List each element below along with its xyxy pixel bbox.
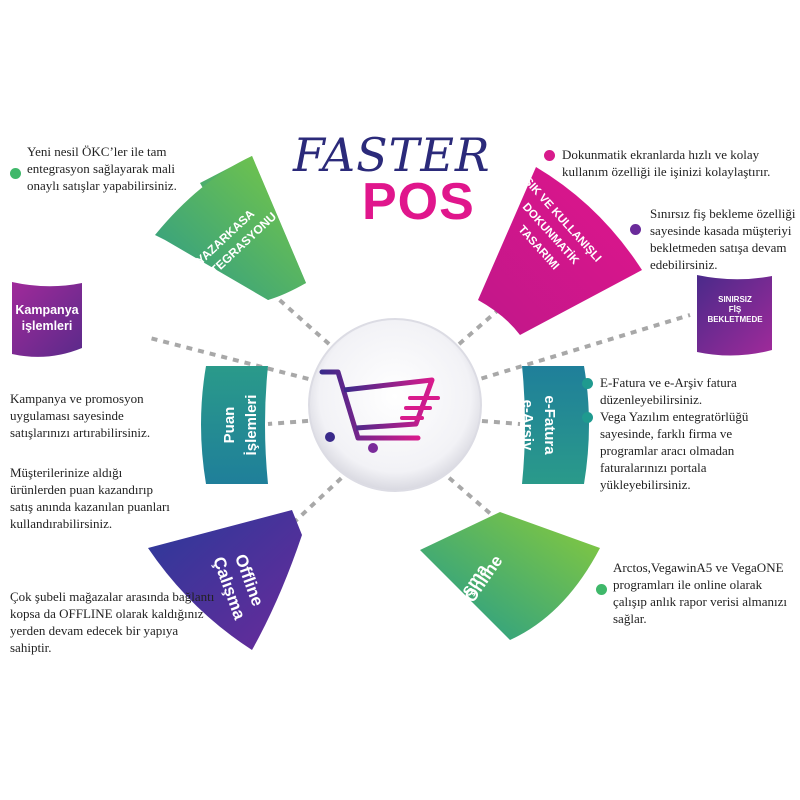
segment-sik: ŞIK VE KULLANIŞLI DOKUNMATİK TASARIMI — [478, 167, 642, 335]
desc-kampanya: Kampanya ve promosyon uygulaması sayesin… — [10, 391, 151, 440]
segment-puan-line1: Puan — [221, 407, 238, 444]
desc-puan: Müşterilerinize aldığı ürünlerden puan k… — [10, 465, 170, 531]
segment-offline: Offline Çalışma — [148, 510, 302, 650]
segment-puan-line2: İşlemleri — [243, 395, 260, 456]
segment-online: Online Çalışma — [420, 512, 600, 640]
desc-okc: Yeni nesil ÖKC’ler ile tam entegrasyon s… — [27, 144, 177, 193]
shopping-cart-icon — [319, 369, 440, 453]
segment-kampanya-line1: Kampanya — [15, 303, 79, 317]
desc-online: Arctos,VegawinA5 ve VegaONE programları … — [613, 560, 787, 626]
segment-sinirsiz-line2: FİŞ — [729, 305, 742, 314]
segment-sinirsiz: SINIRSIZ FİŞ BEKLETMEDE — [697, 275, 772, 356]
desc-efatura-2: Vega Yazılım entegratörlüğü sayesinde, f… — [600, 409, 749, 492]
brand-pos: POS — [362, 173, 475, 231]
desc-offline: Çok şubeli mağazalar arasında bağlantı k… — [10, 589, 215, 655]
center-hub — [308, 318, 482, 492]
segment-yazarkasa: YAZARKASA ENTEGRASYONU — [155, 156, 306, 300]
connector-lines — [149, 294, 691, 528]
bullet-purple-icon — [630, 224, 641, 235]
bullet-teal-icon — [582, 378, 593, 389]
segment-efatura: e-Fatura e-Arşiv — [519, 366, 589, 484]
segment-kampanya-line2: işlemleri — [22, 319, 73, 333]
desc-dokunmatik: Dokunmatik ekranlarda hızlı ve kolay kul… — [562, 147, 771, 179]
bullet-green-icon — [596, 584, 607, 595]
desc-efatura-1: E-Fatura ve e-Arşiv fatura düzenleyebili… — [600, 375, 737, 407]
bullet-teal-icon — [582, 412, 593, 423]
segment-efatura-line1: e-Fatura — [541, 395, 558, 455]
segment-kampanya: Kampanya işlemleri — [12, 282, 82, 357]
segment-puan: Puan İşlemleri — [201, 366, 268, 484]
segment-sinirsiz-line1: SINIRSIZ — [718, 295, 752, 304]
desc-sinirsiz: Sınırsız fiş bekleme özelliği sayesinde … — [650, 206, 796, 272]
segment-sinirsiz-line3: BEKLETMEDE — [707, 315, 763, 324]
segment-efatura-line2: e-Arşiv — [519, 400, 536, 452]
bullet-pink-icon — [544, 150, 555, 161]
bullet-green-icon — [10, 168, 21, 179]
brand-faster: FASTER — [293, 128, 491, 182]
